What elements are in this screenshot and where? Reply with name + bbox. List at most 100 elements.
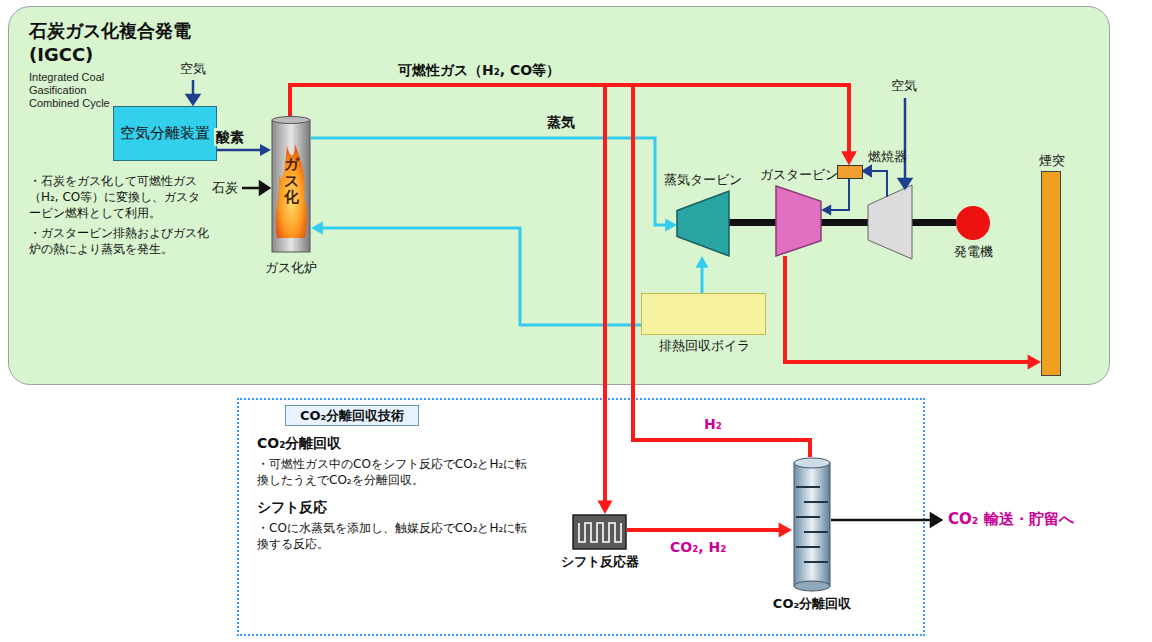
air-inlet-arrow	[187, 80, 199, 104]
gas-turbine: ガスタービン	[776, 186, 821, 256]
arrowhead	[779, 523, 792, 538]
co2-capture-region: CO₂分離回収技術CO₂分離回収・可燃性ガス中のCOをシフト反応でCO₂とH₂に…	[237, 398, 925, 636]
text-holder: Integrated Coal Gasification Combined Cy…	[29, 71, 125, 110]
text-holder: H₂	[702, 415, 724, 433]
steam-turbine: 蒸気タービン	[677, 191, 729, 256]
connector	[311, 222, 641, 326]
co2-output-arrow	[831, 514, 941, 526]
edge-label: 蒸気	[545, 113, 577, 131]
coal-feed-arrow	[242, 182, 269, 194]
text-holder: 空気	[180, 61, 206, 77]
node-label: ガス化炉	[231, 260, 351, 276]
node-label: Integrated Coal Gasification Combined Cy…	[29, 71, 125, 110]
node-label: 排熱回収ボイラ	[625, 338, 785, 354]
connector	[696, 256, 709, 293]
connector-line	[290, 85, 605, 502]
edge-label: CO₂, H₂	[668, 538, 728, 556]
connector	[627, 523, 792, 538]
co2-separation-column: CO₂分離回収	[792, 457, 832, 592]
text-holder: ・石炭をガス化して可燃性ガス（H₂, CO等）に変換し、ガスタービン燃料として利…	[29, 173, 211, 221]
generator: 発電機	[956, 206, 990, 240]
arrowhead	[842, 152, 857, 165]
co2-separation-column-shape	[792, 457, 832, 592]
node-label: シフト反応器	[540, 554, 660, 570]
text-holder: ガス化炉	[231, 260, 351, 276]
destination-label: CO₂ 輸送・貯留へ	[948, 509, 1074, 529]
node-label: 石炭ガス化複合発電 (IGCC)	[29, 19, 201, 67]
text-holder: ・可燃性ガス中のCOをシフト反応でCO₂とH₂に転換したうえでCO₂を分離回収。	[257, 456, 535, 488]
connector-line	[217, 149, 261, 152]
connector-line	[627, 528, 780, 532]
node-label: 発電機	[923, 244, 1023, 260]
stream-label: 空気	[180, 61, 206, 77]
connector	[821, 179, 849, 216]
compressed-air-line	[863, 166, 887, 197]
arrowhead	[696, 256, 709, 268]
node-label: ・COに水蒸気を添加し、触媒反応でCO₂とH₂に転換する反応。	[257, 520, 535, 552]
chimney: 煙突	[1041, 171, 1061, 376]
arrowhead	[260, 144, 271, 156]
connector-line	[785, 256, 1029, 362]
node-label: CO₂分離回収	[257, 434, 537, 452]
text-holder: ・COに水蒸気を添加し、触媒反応でCO₂とH₂に転換する反応。	[257, 520, 535, 552]
node-label: ・可燃性ガス中のCOをシフト反応でCO₂とH₂に転換したうえでCO₂を分離回収。	[257, 456, 535, 488]
connector-line	[290, 85, 849, 153]
connector-line	[311, 138, 666, 225]
text-holder: ガス化	[271, 156, 311, 206]
edge-label: H₂	[702, 415, 724, 433]
shift-reactor-shape	[572, 514, 627, 550]
connector	[785, 256, 1041, 370]
text-holder: 可燃性ガス（H₂, CO等）	[396, 61, 562, 79]
edge-label: 酸素	[214, 128, 246, 146]
steam-turbine-shape	[677, 191, 729, 256]
connector-line	[701, 267, 704, 293]
connector	[311, 138, 677, 232]
gas-turbine-shape	[776, 186, 821, 256]
text-holder: CO₂分離回収	[742, 596, 882, 612]
node-label: CO₂分離回収	[742, 596, 882, 612]
shift-reactor: シフト反応器	[572, 514, 627, 550]
stream-label: 空気	[891, 78, 917, 94]
text-holder: 石炭	[212, 180, 238, 196]
arrowhead	[665, 219, 677, 232]
compressor	[868, 185, 912, 259]
shaft	[728, 219, 956, 226]
text-holder: 燃焼器	[868, 149, 928, 165]
air-separation-unit: 空気分離装置	[113, 106, 217, 161]
edge-label: 可燃性ガス（H₂, CO等）	[396, 61, 562, 79]
text-holder: CO₂, H₂	[668, 538, 728, 556]
connector	[290, 85, 857, 165]
node-label: 蒸気タービン	[643, 172, 763, 188]
text-holder: シフト反応	[257, 498, 537, 516]
connector	[633, 85, 857, 457]
connector-line	[830, 179, 849, 210]
connector	[290, 85, 613, 514]
heat-recovery-boiler: 排熱回収ボイラ	[641, 293, 766, 335]
text-holder: 石炭ガス化複合発電 (IGCC)	[29, 19, 201, 67]
node-label: 燃焼器	[868, 149, 928, 165]
arrowhead	[821, 205, 831, 216]
combustor: 燃焼器	[837, 165, 863, 179]
compressor-air-arrow	[899, 98, 911, 188]
text-holder: 蒸気	[545, 113, 577, 131]
node-label: 空気分離装置	[114, 122, 216, 145]
arrowhead	[311, 222, 323, 235]
text-holder: 発電機	[923, 244, 1023, 260]
node-label: ・ガスタービン排熱およびガス化炉の熱により蒸気を発生。	[29, 225, 211, 257]
text-holder: 空気	[891, 78, 917, 94]
text-holder: シフト反応器	[540, 554, 660, 570]
connector-line	[322, 228, 641, 325]
text-holder: 煙突	[1012, 153, 1092, 169]
arrowhead	[598, 501, 613, 514]
node-label: ・石炭をガス化して可燃性ガス（H₂, CO等）に変換し、ガスタービン燃料として利…	[29, 173, 211, 221]
text-holder: 酸素	[214, 128, 246, 146]
arrowhead	[842, 152, 857, 165]
arrowhead	[1028, 355, 1041, 370]
text-holder: CO₂分離回収技術	[285, 405, 485, 426]
text-holder: CO₂分離回収	[257, 434, 537, 452]
node-label: 煙突	[1012, 153, 1092, 169]
connector-line	[633, 85, 849, 457]
text-holder: CO₂ 輸送・貯留へ	[948, 509, 1074, 529]
text-holder: 排熱回収ボイラ	[625, 338, 785, 354]
text-holder: ・ガスタービン排熱およびガス化炉の熱により蒸気を発生。	[29, 225, 211, 257]
